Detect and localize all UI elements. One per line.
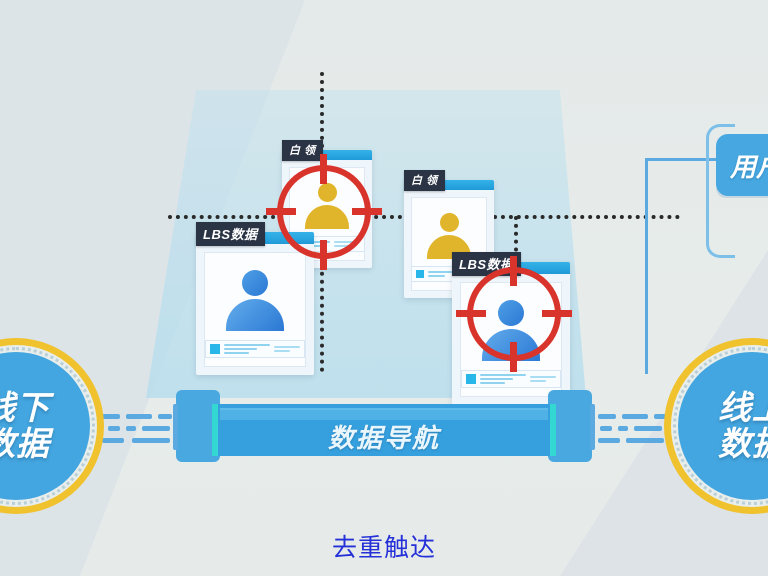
card-titlebar [282, 150, 372, 160]
connector-left [102, 404, 178, 450]
person-avatar-gold [305, 182, 349, 229]
person-avatar-blue [482, 300, 540, 361]
card-tag-label: LBS数据 [452, 252, 521, 276]
user-callout-label: 用户 [730, 151, 768, 182]
badge-online-data[interactable]: 线上 数据 [664, 338, 768, 514]
nav-slot [220, 408, 548, 420]
person-avatar-gold [427, 212, 471, 259]
card-tag-label: 白 领 [282, 140, 323, 161]
connector-right [590, 404, 666, 450]
person-avatar-blue [226, 270, 284, 331]
badge-label-line1: 线下 [0, 389, 50, 427]
badge-offline-data[interactable]: 线下 数据 [0, 338, 104, 514]
callout-connector-vertical [645, 158, 648, 374]
card-meta-row [205, 340, 305, 358]
nav-label: 数据导航 [327, 423, 440, 453]
card-meta-row [461, 370, 561, 388]
data-navigation-bar[interactable]: 数据导航 [176, 390, 592, 462]
callout-connector-horizontal [645, 158, 717, 161]
badge-label-line2: 数据 [0, 425, 50, 462]
badge-label-line2: 数据 [718, 425, 768, 462]
nav-accent-left [212, 404, 218, 456]
card-tag-label: LBS数据 [196, 222, 265, 246]
badge-label-line1: 线上 [718, 389, 768, 427]
card-tag-label: 白 领 [404, 170, 445, 191]
nav-accent-right [550, 404, 556, 456]
badge-core: 线上 数据 [678, 352, 768, 500]
page-caption: 去重触达 [331, 534, 436, 562]
card-titlebar [404, 180, 494, 190]
callout-bracket [706, 124, 735, 258]
user-callout-box[interactable]: 用户 [716, 134, 768, 196]
